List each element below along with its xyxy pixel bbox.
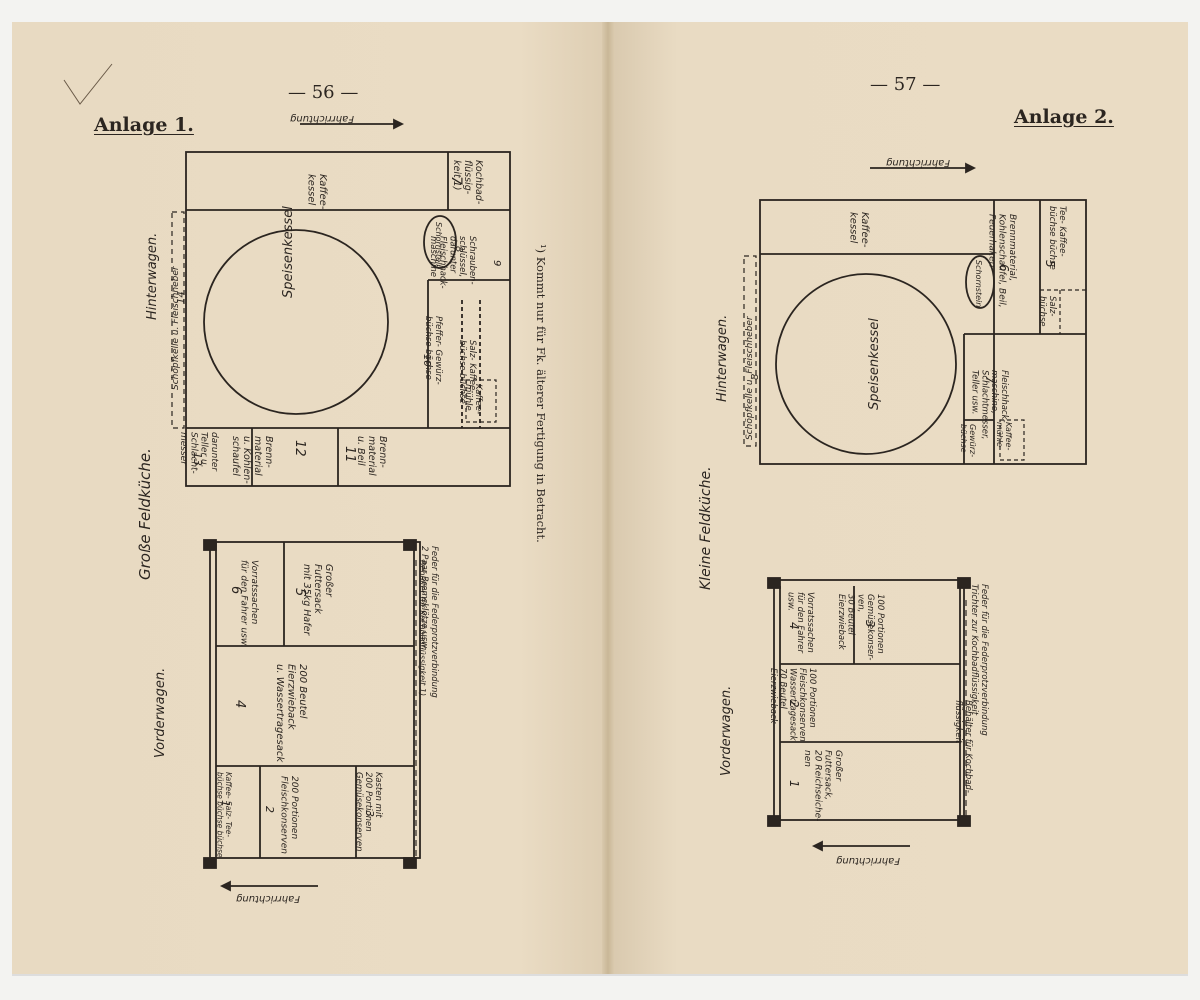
- kleine-feldkueche-title: Kleine Feldküche.: [698, 466, 714, 590]
- left-labels: Fahrrichtung Hinterwagen. Große Feldküch…: [136, 113, 502, 904]
- item12-num-left: 12: [292, 440, 307, 457]
- fahrrichtung-top-left: Fahrrichtung: [290, 113, 354, 124]
- teller-left: darunterTeller u.Schlacht-messer: [178, 432, 219, 474]
- page-number-56: — 56 —: [288, 82, 359, 103]
- rv-item3-num: 3: [863, 620, 877, 628]
- brennmaterial-11-left: Brenn-materialu. Beil: [355, 436, 388, 476]
- vorderwagen-label-right: Vorderwagen.: [719, 686, 734, 776]
- book-spread: — 56 — Anlage 1. ¹) Kommt nur für Fk. äl…: [12, 22, 1188, 974]
- pfeffer-gewuerz-left: Pfeffer- Gewürz-büchse büchse: [423, 316, 443, 385]
- fleisch-right: 100 PortionenFleischkonservenWassertrage…: [768, 668, 817, 742]
- r-item7-num: 7: [983, 376, 997, 384]
- gemuese-right: 100 PortionenGemüsekonser-ven,30 BeutelE…: [836, 594, 885, 660]
- feder-note-right: Feder für die FederprotzverbindungTricht…: [969, 584, 989, 736]
- v-item4-num-left: 4: [232, 700, 247, 708]
- item8-num-left: 8: [453, 246, 464, 252]
- v-item3-num-left: 3: [363, 810, 376, 817]
- salz-right: Salz-büchse: [1037, 296, 1057, 327]
- v-item1-num-left: 1: [219, 800, 232, 807]
- kochbad-left: Kochbad-flüssig-keit 1): [451, 160, 484, 205]
- item14-num-left: 14: [176, 291, 187, 304]
- schraubenschluessel-left: Schrauben-schlüssel,darunterFleischhack-…: [428, 236, 477, 289]
- page-number-57: — 57 —: [870, 74, 941, 95]
- vorratssachen-right: Vorratssachenfür den Fahrerusw.: [785, 592, 815, 653]
- kaffeemuehle-left: Kaffee-mühle: [463, 384, 483, 414]
- rv-item2-num: 2: [787, 700, 801, 708]
- gemuesekonserven-left: Kasten mit200 PortionenGemüsekonserven: [353, 772, 383, 851]
- feder-note-left: Feder für die Federprotzverbindung2 Paar…: [419, 546, 439, 698]
- book-gutter: [602, 22, 614, 974]
- hinterwagen-label-right: Hinterwagen.: [715, 315, 730, 402]
- fleischkonserven-left: 200 PortionenFleischkonserven: [279, 776, 299, 854]
- kleine-feldkueche-vorderwagen-diagram: [767, 577, 971, 852]
- right-labels: Fahrrichtung Hinterwagen. Kleine Feldküc…: [698, 157, 1067, 866]
- hinterwagen-label-left: Hinterwagen.: [145, 233, 160, 320]
- kaffeemuehle-right: Kaffee-mühle: [995, 422, 1013, 450]
- r-item8-num: 8: [750, 374, 761, 380]
- grosse-feldkueche-hinterwagen-diagram: [171, 118, 511, 487]
- behaelter-note-left: Behälter für Kochbadflüssigkeit 1): [418, 560, 427, 696]
- brennmaterial-right: Brennmaterial,Kohlenschaufel, Beil,Feuer…: [986, 214, 1017, 308]
- grosse-feldkueche-vorderwagen-diagram: [203, 539, 421, 892]
- kaffeekessel-left: Kaffee-kessel: [306, 174, 329, 210]
- speisenkessel-left: Speisenkessel: [281, 206, 296, 298]
- grosse-feldkueche-title: Große Feldküche.: [136, 448, 154, 580]
- behaelter-note-right: Behälter für Kochbad-flüssigkeit: [953, 700, 973, 793]
- fahrrichtung-bottom-right: Fahrrichtung: [836, 855, 900, 866]
- schornstein-left: Schornstein: [434, 222, 443, 269]
- item11-num-left: 11: [342, 446, 357, 463]
- rv-item1-num: 1: [787, 780, 801, 788]
- v-item2-num-left: 2: [263, 806, 276, 813]
- kaffeekessel-right: Kaffee-kessel: [848, 212, 871, 248]
- fahrrichtung-top-right: Fahrrichtung: [886, 157, 950, 168]
- fleischhack-right: Fleischhack-maschine,Schlachtmesser,Tell…: [970, 370, 1009, 439]
- schornstein-right: Schornstein: [974, 260, 983, 307]
- left-page: — 56 — Anlage 1. ¹) Kommt nur für Fk. äl…: [12, 22, 608, 974]
- kleine-feldkueche-hinterwagen-diagram: [743, 162, 1087, 465]
- anlage-1-heading: Anlage 1.: [94, 114, 194, 136]
- speisenkessel-right: Speisenkessel: [867, 318, 882, 410]
- rv-item4-num: 4: [787, 622, 801, 630]
- r-item6-num: 6: [997, 264, 1011, 272]
- right-page: — 57 — Anlage 2.: [608, 22, 1188, 974]
- tee-kaffee-right: Tee- Kaffee-büchse büchse: [1047, 206, 1067, 270]
- gewuerz-right: Gewürz-büchse: [959, 424, 977, 457]
- fahrrichtung-bottom-left: Fahrrichtung: [236, 893, 300, 904]
- futtersack-left: GroßerFuttersackmit 35kg Hafer: [301, 564, 334, 636]
- brennmaterial-12-left: Brenn-materialu. Kohlen-schaufel: [230, 436, 274, 484]
- pencil-mark: [63, 63, 113, 105]
- anlage-2-heading: Anlage 2.: [1014, 106, 1114, 128]
- eierzwieback-left: 200 BeutelEierzwiebacku. Wassertragesack: [274, 664, 308, 763]
- buechsen-left: Kaffee- Salz- Tee-büchse büchse büchse: [215, 772, 233, 858]
- item9-num-left: 9: [491, 260, 502, 266]
- vorratssachen-left: Vorratssachenfür den Fahrer usw.: [239, 560, 259, 647]
- schoepfkelle-left: Schöpfkelle u. Fleischheber: [171, 265, 181, 390]
- vorderwagen-label-left: Vorderwagen.: [153, 668, 168, 758]
- item10-num-left: 10: [421, 354, 432, 367]
- schoepfkelle-right: Schöpfkelle u. Fleischheber: [745, 315, 755, 440]
- r-item5-num: 5: [1043, 260, 1057, 268]
- item13-num-left: 13: [191, 452, 204, 466]
- v-item6-num-left: 6: [228, 586, 243, 594]
- item7-num-left: 7: [448, 176, 464, 185]
- futtersack-right: GroßerFuttersack,20 Reichseiche-nen: [802, 750, 843, 821]
- v-item5-num-left: 5: [292, 588, 307, 596]
- salz-kaffee-left: Salz- Kaffee-büchse büchse: [457, 340, 477, 404]
